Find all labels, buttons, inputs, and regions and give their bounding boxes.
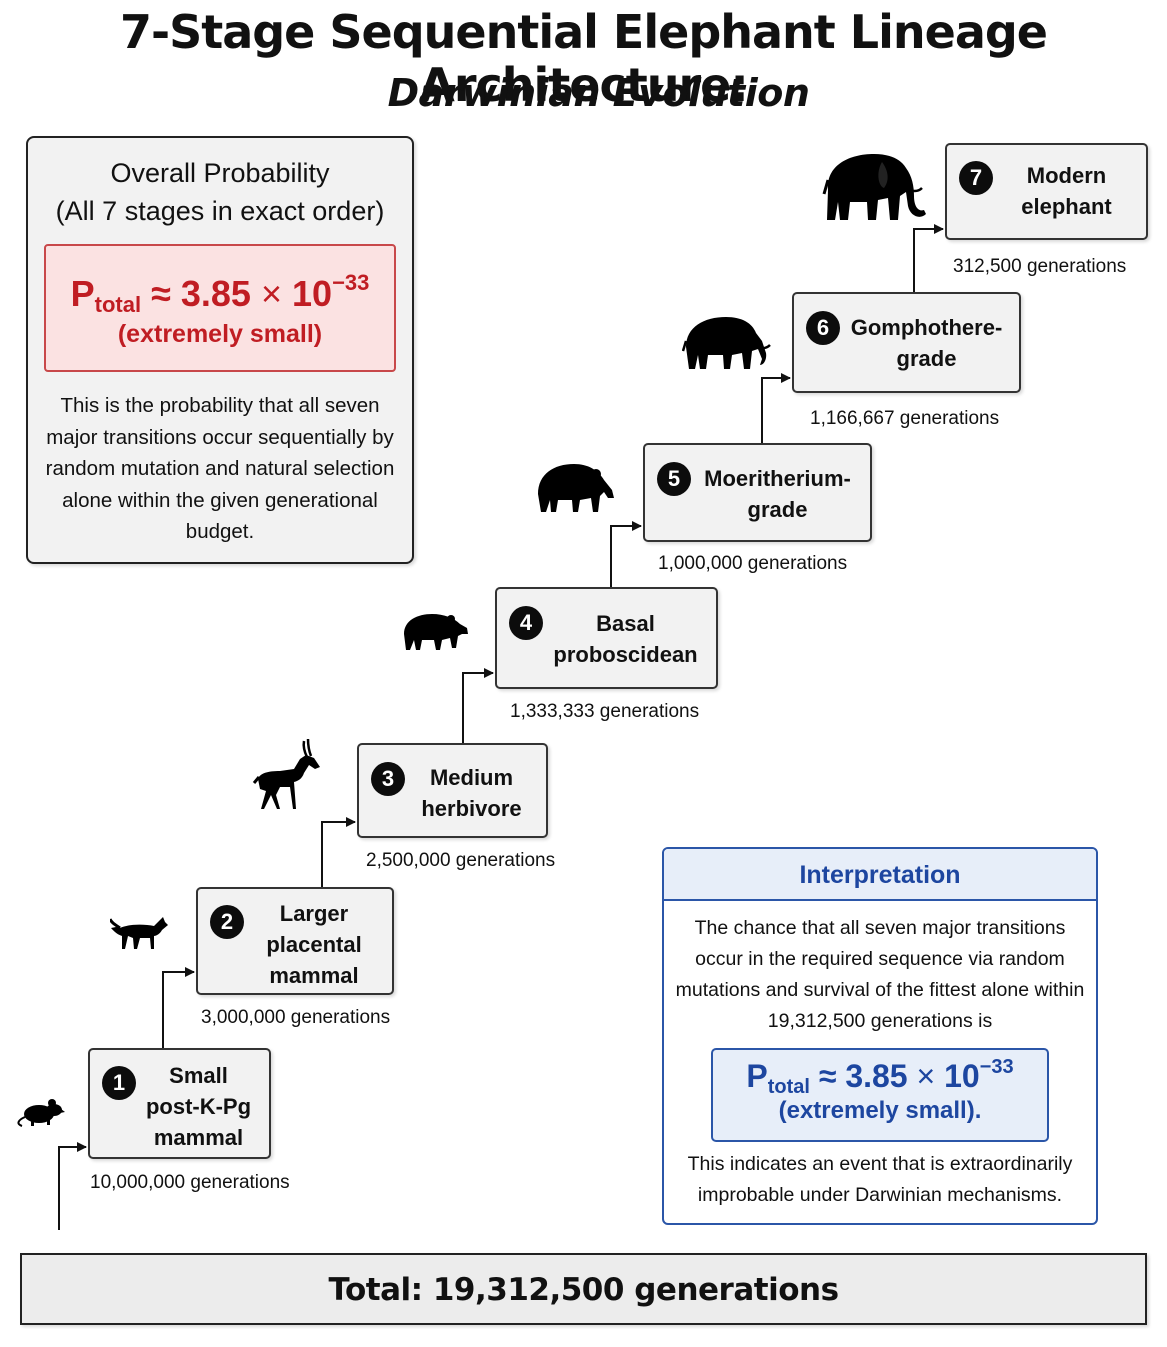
stage-1-generations: 10,000,000 generations (90, 1172, 290, 1193)
stage-label: Gomphothere- grade (850, 315, 1003, 371)
connector-3-to-4 (462, 668, 494, 743)
stage-number-badge: 2 (210, 905, 244, 939)
antelope-silhouette-icon (252, 738, 320, 809)
probability-formula: Ptotal ≈ 3.85 × 10−33 (70, 270, 370, 317)
interpretation-panel: Interpretation The chance that all seven… (662, 847, 1098, 1225)
interpretation-text: The chance that all seven major transiti… (675, 917, 1085, 1032)
moeritherium-silhouette-icon (538, 464, 614, 512)
connector-2-to-3 (321, 817, 356, 887)
stage-6-generations: 1,166,667 generations (810, 408, 1000, 429)
stage-number-badge: 6 (806, 311, 840, 345)
stage-box-5: 5 Moeritherium- grade (643, 443, 872, 542)
page-title: 7-Stage Sequential Elephant Lineage Arch… (120, 5, 1048, 112)
stage-label: Larger placental mammal (266, 901, 362, 988)
stage-box-6: 6 Gomphothere- grade (792, 292, 1021, 393)
stage-5-generations: 1,000,000 generations (658, 553, 848, 574)
interpretation-title: Interpretation (664, 849, 1096, 901)
stage-label: Moeritherium- grade (704, 466, 851, 522)
tapir-silhouette-icon (404, 614, 468, 650)
interpretation-note: (extremely small). (778, 1097, 982, 1124)
overall-probability-heading: Overall Probability (All 7 stages in exa… (55, 158, 385, 226)
stage-3-generations: 2,500,000 generations (366, 850, 556, 871)
page-subtitle: Darwinian Evolution (387, 71, 810, 115)
stage-number-badge: 7 (959, 161, 993, 195)
total-generations-bar: Total: 19,312,500 generations (20, 1253, 1147, 1325)
stage-label: Basal proboscidean (553, 611, 698, 667)
probability-description: This is the probability that all seven m… (45, 394, 395, 543)
gomphothere-silhouette-icon (682, 317, 771, 369)
stage-box-7: 7 Modern elephant (945, 143, 1148, 240)
stage-7-generations: 312,500 generations (953, 256, 1127, 277)
stage-box-1: 1 Small post-K-Pg mammal (88, 1048, 271, 1159)
stage-number-badge: 3 (371, 762, 405, 796)
elephant-silhouette-icon (822, 154, 926, 220)
interpretation-formula: Ptotal ≈ 3.85 × 10−33 (746, 1056, 1014, 1098)
connector-5-to-6 (761, 373, 791, 443)
stage-box-2: 2 Larger placental mammal (196, 887, 394, 995)
stage-box-4: 4 Basal proboscidean (495, 587, 718, 689)
stage-2-generations: 3,000,000 generations (201, 1007, 391, 1028)
stage-label: Modern elephant (1021, 163, 1112, 219)
stage-label: Medium herbivore (421, 765, 522, 821)
overall-probability-panel: Overall Probability (All 7 stages in exa… (26, 136, 414, 564)
mouse-silhouette-icon (17, 1099, 65, 1127)
connector-start-to-stage-1 (58, 1142, 87, 1230)
stage-number-badge: 1 (102, 1066, 136, 1100)
connector-1-to-2 (162, 967, 195, 1048)
connector-6-to-7 (913, 224, 944, 292)
stage-4-generations: 1,333,333 generations (510, 701, 700, 722)
interpretation-footer: This indicates an event that is extraord… (687, 1153, 1073, 1206)
stage-box-3: 3 Medium herbivore (357, 743, 548, 838)
stage-number-badge: 5 (657, 462, 691, 496)
interpretation-result-box: Ptotal ≈ 3.85 × 10−33 (extremely small). (711, 1048, 1049, 1142)
dog-silhouette-icon (110, 917, 168, 949)
probability-note: (extremely small) (117, 320, 323, 348)
stage-number-badge: 4 (509, 606, 543, 640)
connector-4-to-5 (610, 521, 642, 587)
probability-result-box: Ptotal ≈ 3.85 × 10−33 (extremely small) (44, 244, 396, 372)
stage-label: Small post-K-Pg mammal (145, 1063, 252, 1150)
